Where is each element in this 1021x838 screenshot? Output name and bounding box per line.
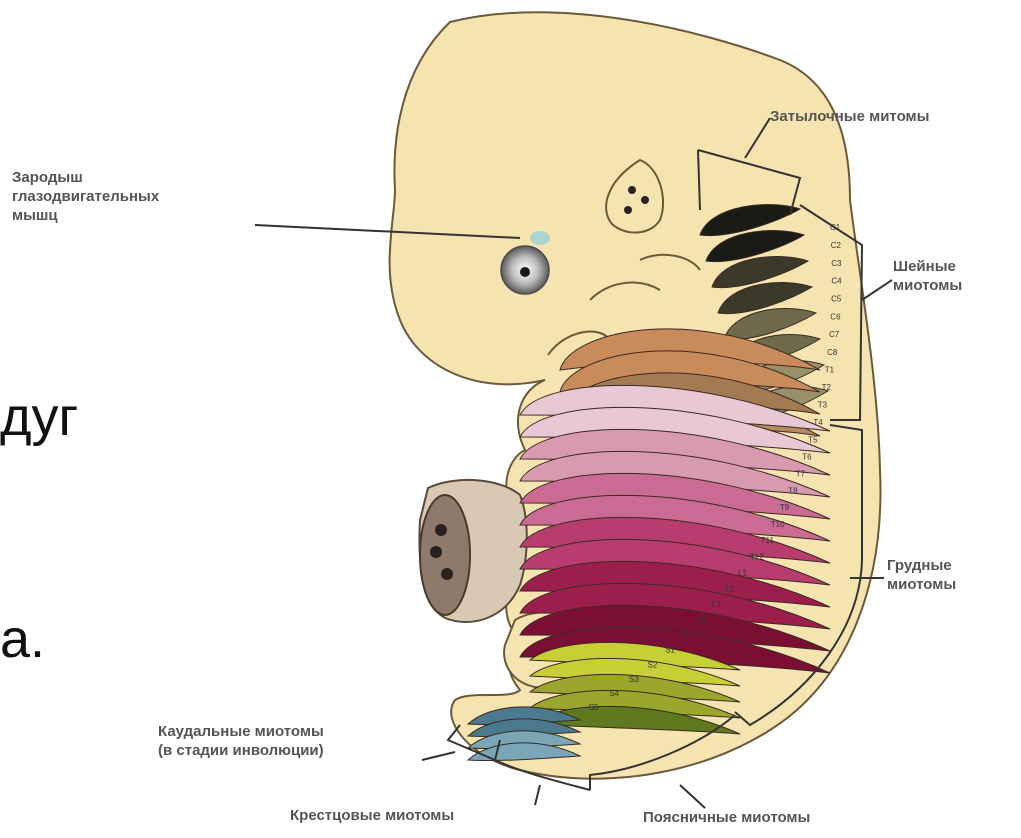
stump-vessel: [430, 546, 442, 558]
stump-vessel: [435, 524, 447, 536]
label-sacral: Крестцовые миотомы: [290, 806, 540, 825]
otic-dot: [624, 206, 632, 214]
segment-label: C6: [830, 313, 841, 322]
leader-cervical: [862, 280, 892, 300]
segment-label: S5: [589, 703, 599, 712]
segment-label: L5: [682, 631, 691, 640]
segment-label: L1: [738, 569, 747, 578]
label-occipital: Затылочные митомы: [770, 107, 1020, 126]
segment-label: C2: [831, 241, 842, 250]
leader-sacral: [535, 785, 540, 805]
segment-label: T5: [808, 435, 818, 444]
otic-dot: [641, 196, 649, 204]
segment-label: T7: [796, 470, 806, 479]
segment-label: S4: [609, 689, 619, 698]
label-cervical: Шейные миотомы: [893, 257, 1013, 295]
segment-label: T2: [822, 383, 832, 392]
stump-vessel: [441, 568, 453, 580]
label-oculomotor: Зародыш глазодвигательных мышц: [12, 168, 252, 225]
segment-label: C8: [827, 348, 838, 357]
segment-label: S3: [629, 675, 639, 684]
segment-label: L4: [697, 616, 706, 625]
segment-label: C4: [831, 277, 842, 286]
oculomotor-primordium: [530, 231, 550, 245]
segment-label: S2: [648, 660, 658, 669]
segment-label: T11: [761, 536, 775, 545]
segment-label: C5: [831, 295, 842, 304]
segment-label: T3: [818, 401, 828, 410]
segment-label: L2: [725, 584, 734, 593]
otic-dot: [628, 186, 636, 194]
segment-label: C7: [829, 330, 840, 339]
segment-label: T8: [788, 486, 798, 495]
segment-label: T12: [750, 552, 764, 561]
label-caudal: Каудальные миотомы (в стадии инволюции): [158, 722, 418, 760]
segment-label: T6: [802, 453, 812, 462]
segment-label: T9: [780, 503, 790, 512]
segment-label: S1: [665, 646, 675, 655]
label-thoracic: Грудные миотомы: [887, 556, 1007, 594]
stump-face: [420, 495, 470, 615]
segment-label: T4: [813, 418, 823, 427]
segment-label: T10: [771, 520, 785, 529]
leader-caudal: [422, 752, 455, 760]
eye-pupil: [520, 267, 530, 277]
segment-label: T1: [825, 366, 835, 375]
segment-label: C3: [831, 259, 842, 268]
leader-lumbar: [680, 785, 705, 808]
label-lumbar: Поясничные миотомы: [643, 808, 903, 827]
segment-label: L3: [712, 600, 721, 609]
